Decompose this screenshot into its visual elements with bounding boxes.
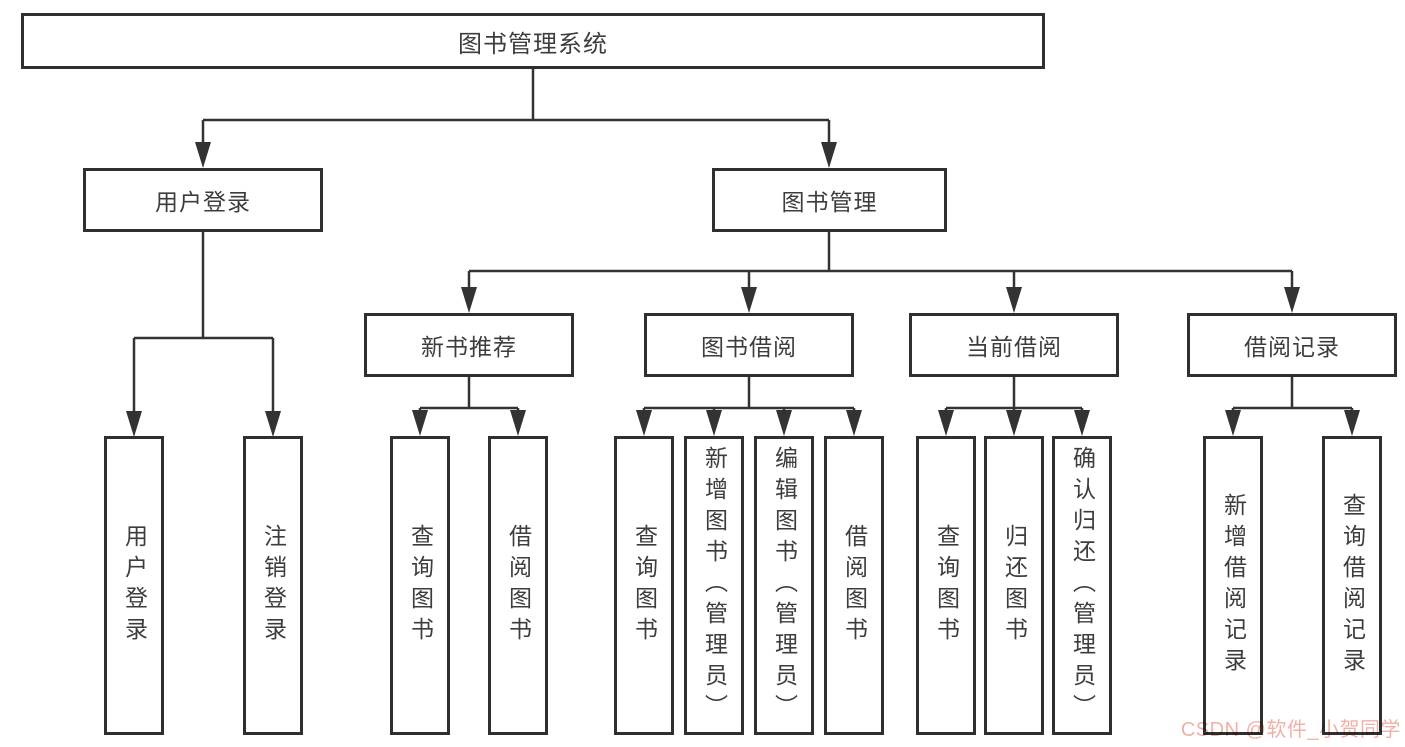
node-login: 用户登录	[104, 436, 164, 735]
node-user-login: 用户登录	[83, 168, 323, 232]
node-add-borrow-record: 新增借阅记录	[1203, 436, 1263, 735]
node-current-borrowing: 当前借阅	[909, 313, 1119, 377]
csdn-watermark: CSDN @软件_小贺同学	[1180, 719, 1401, 741]
node-confirm-return-admin: 确认归还（管理员）	[1052, 436, 1112, 735]
node-book-management: 图书管理	[712, 168, 947, 232]
node-borrow-books-2: 借阅图书	[824, 436, 884, 735]
node-search-books-2: 查询图书	[614, 436, 674, 735]
node-return-book: 归还图书	[984, 436, 1044, 735]
connector-shafts	[132, 69, 1354, 415]
node-borrow-books-1: 借阅图书	[488, 436, 548, 735]
node-add-book-admin: 新增图书（管理员）	[684, 436, 744, 735]
node-search-books-3: 查询图书	[916, 436, 976, 735]
node-search-borrow-record: 查询借阅记录	[1322, 436, 1382, 735]
node-library-management-system: 图书管理系统	[21, 13, 1045, 69]
node-search-books-1: 查询图书	[390, 436, 450, 735]
node-borrowing-records: 借阅记录	[1187, 313, 1397, 377]
node-edit-book-admin: 编辑图书（管理员）	[754, 436, 814, 735]
node-logout: 注销登录	[243, 436, 303, 735]
node-new-book-recommend: 新书推荐	[364, 313, 574, 377]
arrowheads	[126, 142, 1360, 437]
node-book-borrowing: 图书借阅	[644, 313, 854, 377]
